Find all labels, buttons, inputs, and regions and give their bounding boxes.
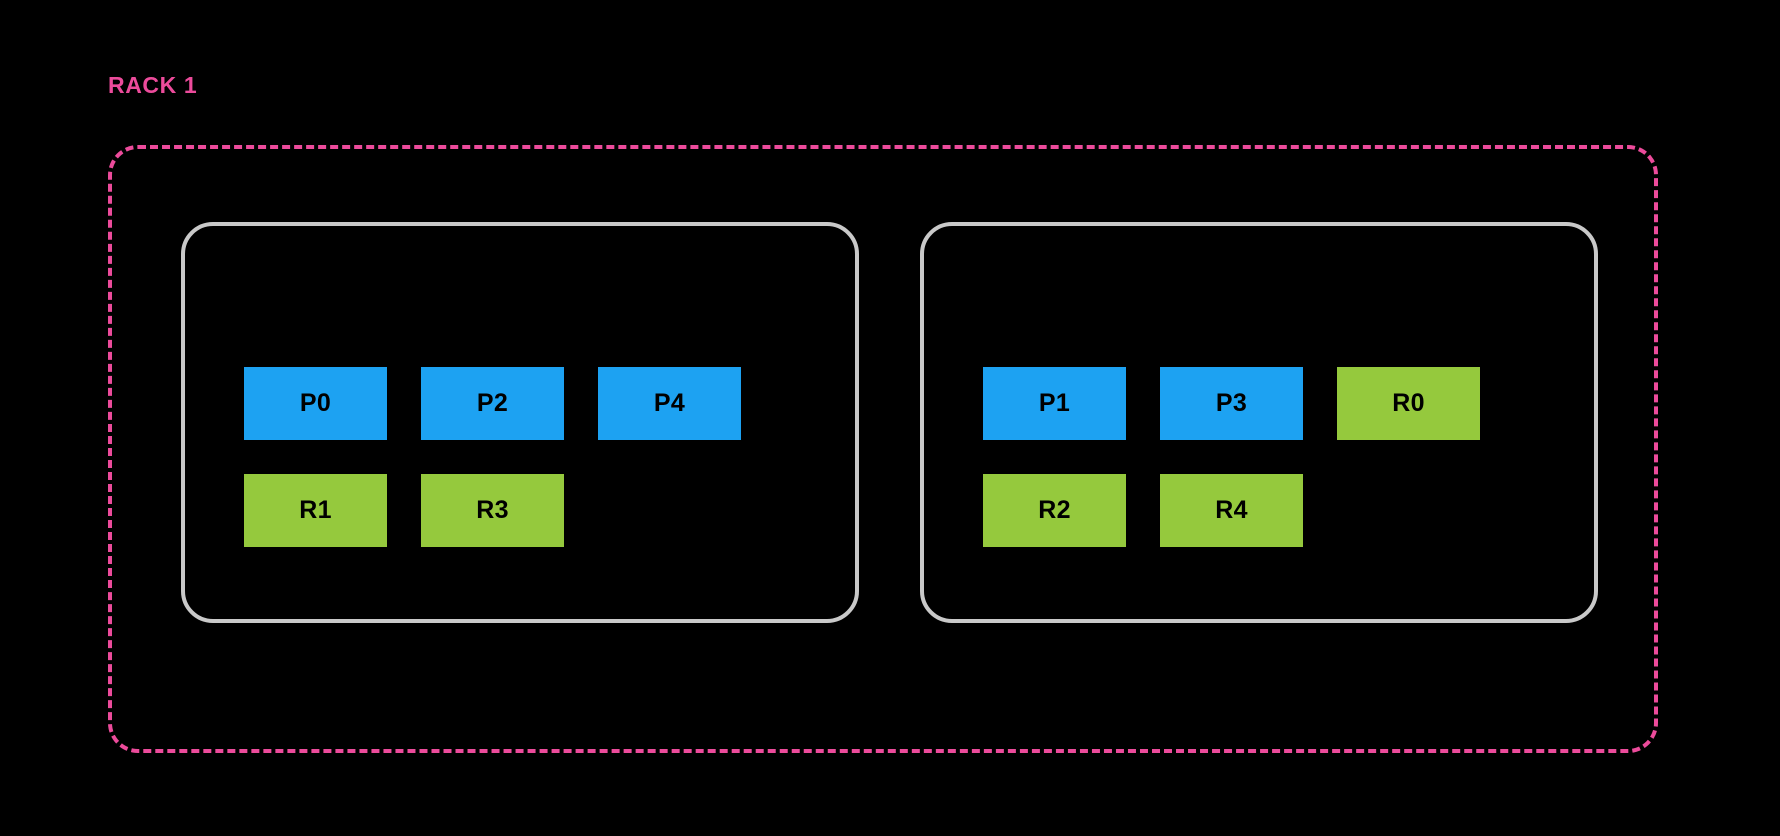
slot-p4[interactable]: P4 bbox=[598, 367, 741, 440]
slot-r2[interactable]: R2 bbox=[983, 474, 1126, 547]
host-panel-left: P0 P2 P4 R1 R3 bbox=[181, 222, 859, 623]
slot-grid-left: P0 P2 P4 R1 R3 bbox=[244, 367, 741, 547]
slot-empty bbox=[1337, 474, 1480, 547]
slot-row: R1 R3 bbox=[244, 474, 741, 547]
slot-grid-right: P1 P3 R0 R2 R4 bbox=[983, 367, 1480, 547]
slot-p2[interactable]: P2 bbox=[421, 367, 564, 440]
slot-row: P0 P2 P4 bbox=[244, 367, 741, 440]
slot-r4[interactable]: R4 bbox=[1160, 474, 1303, 547]
slot-p3[interactable]: P3 bbox=[1160, 367, 1303, 440]
host-panel-right: P1 P3 R0 R2 R4 bbox=[920, 222, 1598, 623]
slot-p1[interactable]: P1 bbox=[983, 367, 1126, 440]
rack-boundary bbox=[108, 145, 1658, 753]
slot-empty bbox=[598, 474, 741, 547]
slot-r3[interactable]: R3 bbox=[421, 474, 564, 547]
slot-r1[interactable]: R1 bbox=[244, 474, 387, 547]
slot-row: R2 R4 bbox=[983, 474, 1480, 547]
slot-p0[interactable]: P0 bbox=[244, 367, 387, 440]
slot-row: P1 P3 R0 bbox=[983, 367, 1480, 440]
slot-r0[interactable]: R0 bbox=[1337, 367, 1480, 440]
rack-label: RACK 1 bbox=[108, 72, 198, 98]
